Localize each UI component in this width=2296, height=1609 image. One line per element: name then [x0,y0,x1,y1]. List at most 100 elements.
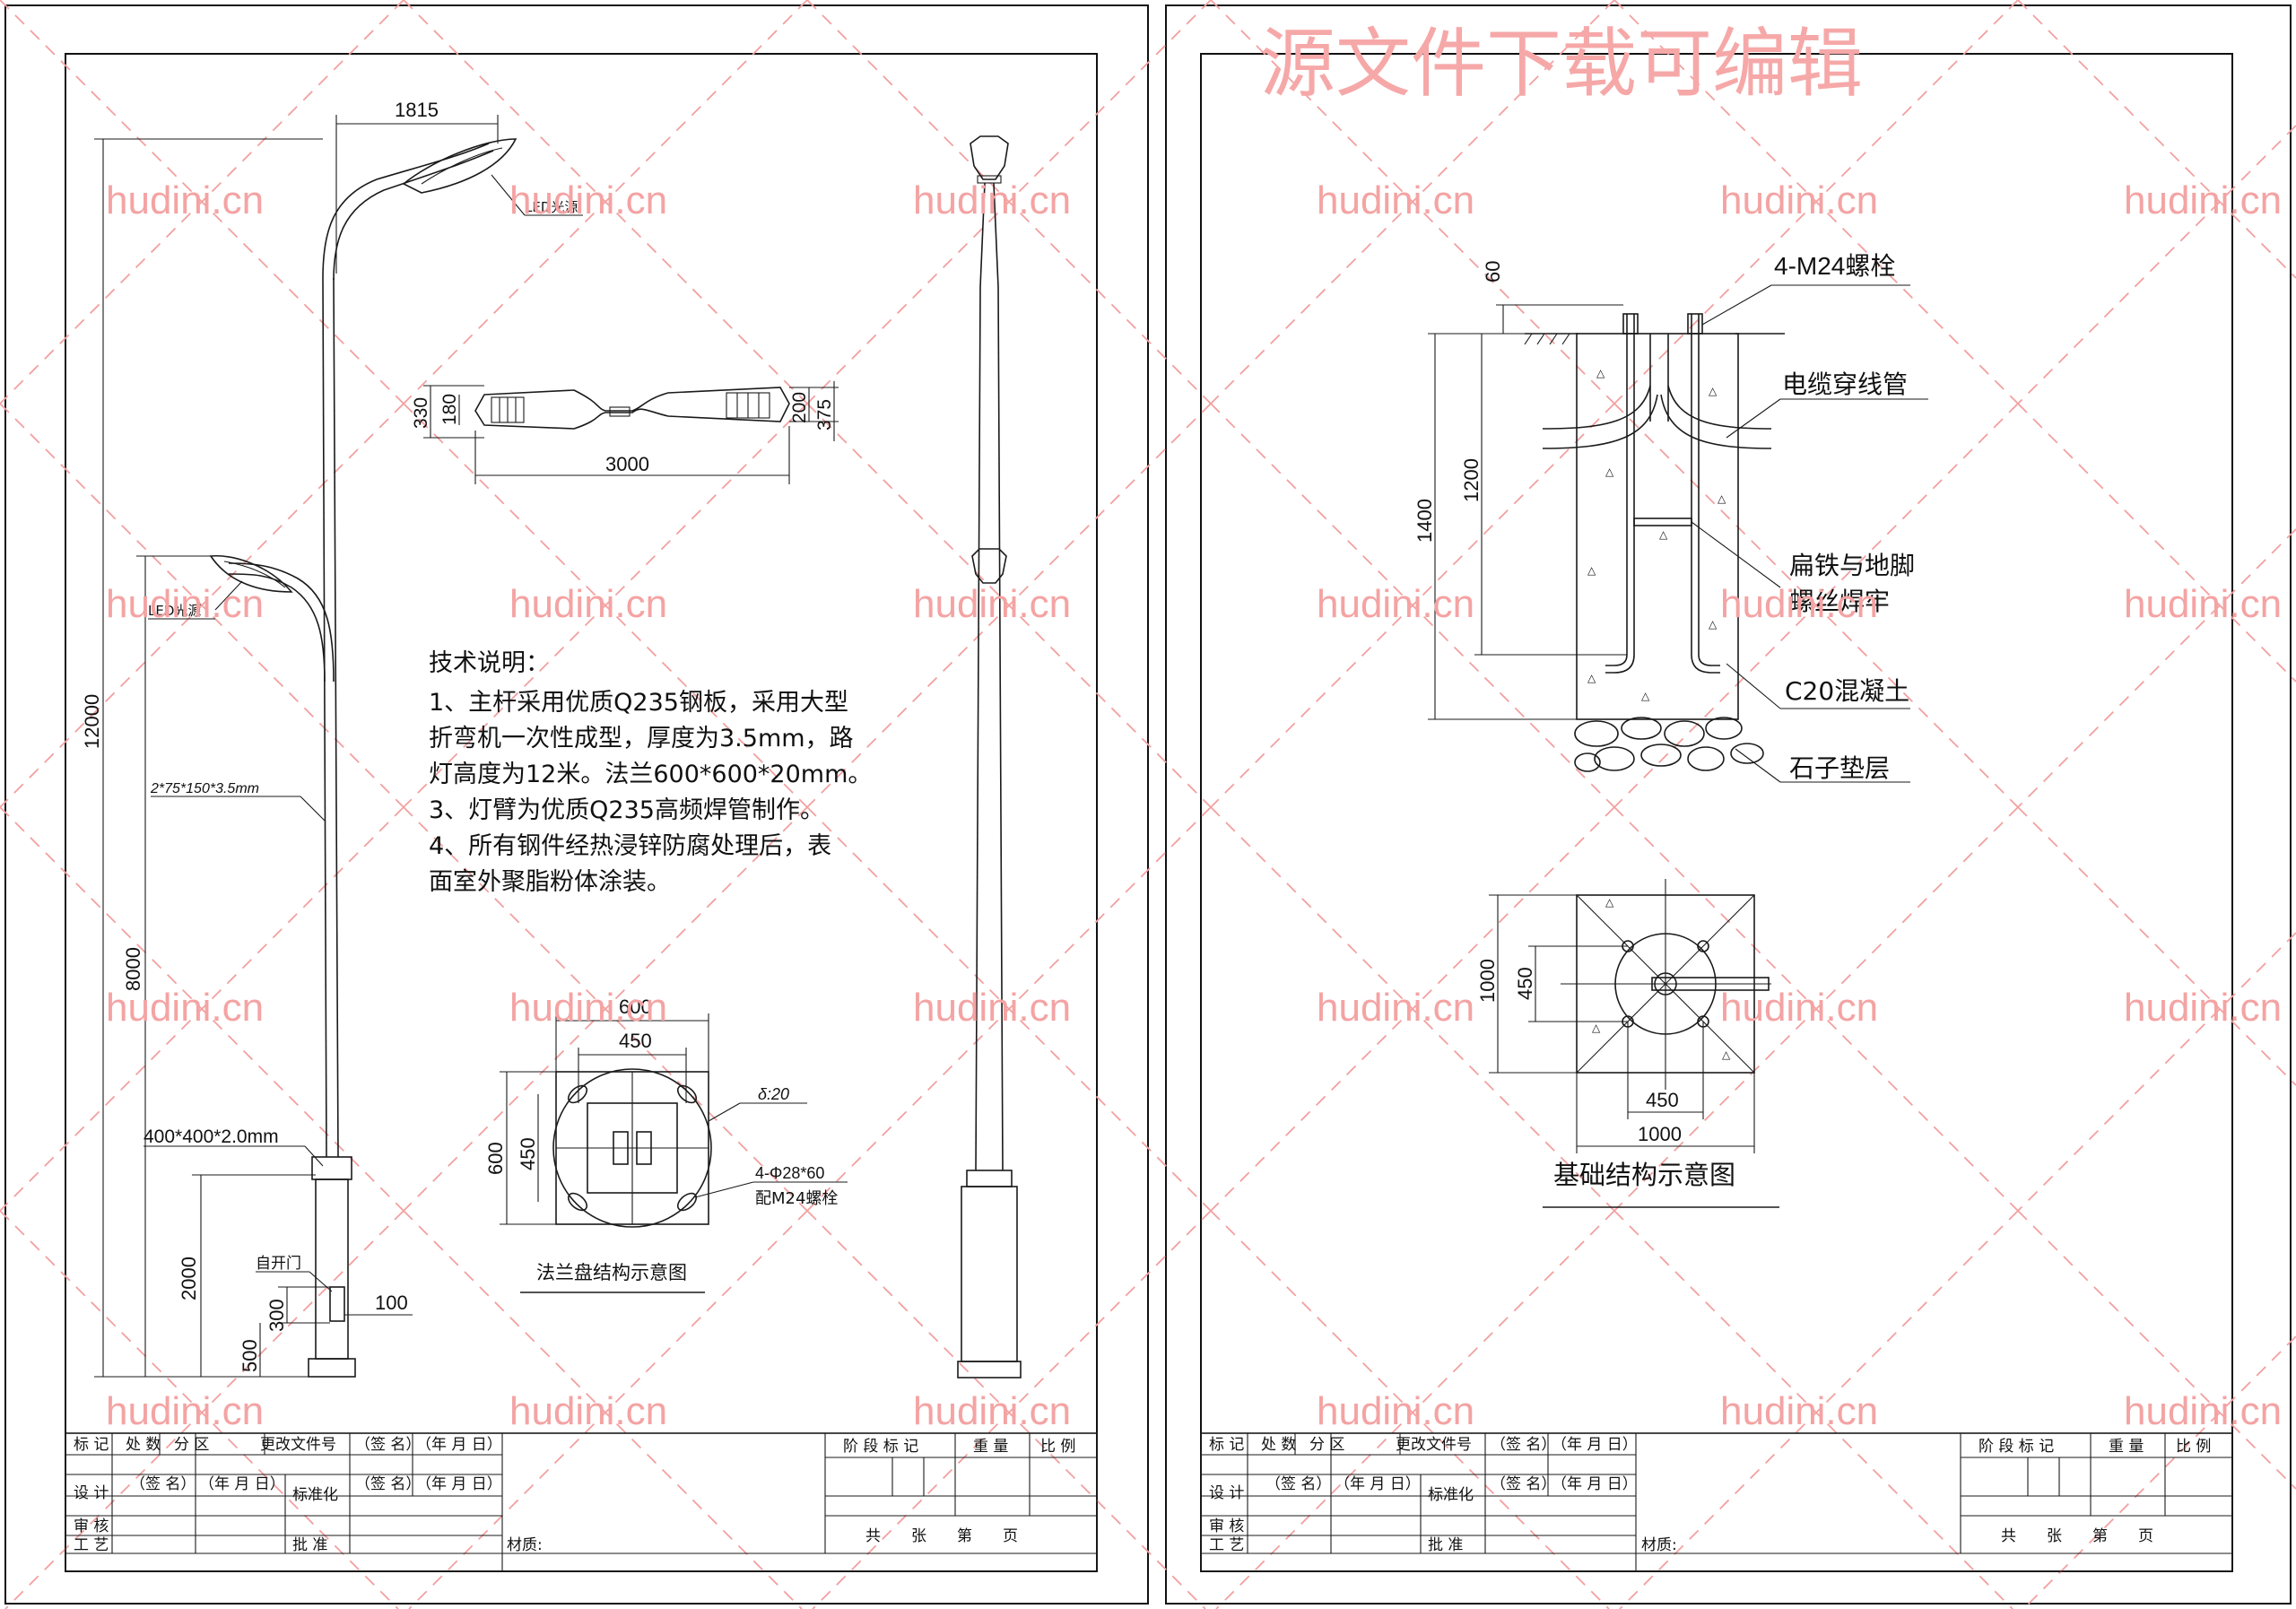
gravel-label: 石子垫层 [1789,753,1890,783]
total-height-dim: 12000 [81,694,103,749]
flange-detail: 600 450 600 450 δ:20 4-Φ28*60 配M24螺栓 法兰盘… [484,996,848,1293]
watermark-site: hudini.cn [1720,986,1878,1030]
tb-left-review: 审 核 [74,1518,109,1535]
tb-left-weight: 重 量 [973,1438,1008,1456]
notes-line-1: 1、主杆采用优质Q235钢板，采用大型 [429,689,848,717]
concrete-label: C20混凝土 [1785,676,1909,706]
tb-left-standard: 标准化 [292,1486,338,1504]
door-label: 自开门 [256,1255,301,1273]
svg-text:△: △ [1659,528,1668,541]
svg-text:△: △ [1605,896,1614,909]
door-500-dim: 500 [239,1339,261,1372]
tb-right-date: （年 月 日） [1552,1436,1638,1454]
tb-right-standard: 标准化 [1428,1486,1474,1504]
flange-thickness-label: δ:20 [758,1085,789,1103]
watermark-site: hudini.cn [509,582,667,626]
tb-left-std-date: （年 月 日） [416,1475,502,1493]
tb-left-design: 设 计 [74,1484,109,1502]
flange-side-outer-dim: 600 [484,1142,507,1175]
plan-1000-h-dim: 1000 [1638,1123,1682,1145]
tb-right-stage: 阶 段 标 记 [1979,1438,2054,1456]
svg-text:△: △ [1592,1022,1601,1034]
bolt-depth-dim: 1200 [1460,458,1483,502]
svg-text:△: △ [1596,367,1605,379]
flange-inner-dim: 450 [619,1030,652,1052]
watermark-site: hudini.cn [509,178,667,222]
svg-text:△: △ [1709,385,1718,397]
plan-caption: 基础结构示意图 [1553,1160,1735,1190]
watermark-site: hudini.cn [106,178,264,222]
svg-text:△: △ [1709,618,1718,631]
tb-left-sign: （签 名） [355,1436,421,1454]
base-2000-dim: 2000 [178,1257,200,1300]
title-block-right: 标 记 处 数 分 区 更改文件号 （签 名） （年 月 日） 设 计 （签 名… [1200,1432,2233,1572]
watermark-site: hudini.cn [1720,178,1878,222]
watermark-site: hudini.cn [913,1389,1071,1433]
tb-right-scale: 比 例 [2176,1438,2211,1456]
watermark-site: hudini.cn [913,178,1071,222]
tb-right-design: 设 计 [1209,1484,1244,1502]
bolt-label: 4-M24螺栓 [1774,252,1895,280]
watermark-site: hudini.cn [1317,986,1474,1030]
conduit-label: 电缆穿线管 [1782,370,1908,399]
watermark-site: hudini.cn [2124,986,2282,1030]
tb-right-sign: （签 名） [1491,1436,1556,1454]
watermark-banner: 源文件下载可编辑 [1260,20,1863,108]
tb-left-process: 工 艺 [74,1536,109,1554]
plan-450-h-dim: 450 [1646,1089,1679,1111]
tb-left-mark: 标 记 [74,1436,109,1454]
tb-right-weight: 重 量 [2109,1438,2144,1456]
watermark-text: 源文件下载可编辑 hudini.cn hudini.cn hudini.cn h… [106,20,2282,1433]
tb-left-zone: 分 区 [174,1436,209,1454]
watermark-site: hudini.cn [1720,582,1878,626]
foundation-depth-dim: 1400 [1413,499,1436,543]
flange-caption: 法兰盘结构示意图 [536,1262,687,1283]
bolt-protrusion-dim: 60 [1482,261,1504,283]
lamp-length-dim: 3000 [605,453,649,475]
lamp-330-dim: 330 [411,397,431,429]
right-sheet-frame [1165,4,2292,1605]
weld-label-line1: 扁铁与地脚 [1789,551,1915,580]
tb-left-count: 处 数 [126,1436,161,1454]
flange-side-inner-dim: 450 [517,1137,539,1170]
technical-notes: 技术说明： 1、主杆采用优质Q235钢板，采用大型 折弯机一次性成型，厚度为3.… [429,649,872,896]
tb-right-std-sign: （签 名） [1491,1475,1556,1493]
gravel-layer [1574,717,1764,772]
tb-left-design-date: （年 月 日） [199,1475,285,1493]
door-300-dim: 300 [265,1299,288,1332]
watermark-site: hudini.cn [913,986,1071,1030]
weld-label-line2: 螺丝焊牢 [1789,587,1890,616]
tb-left-std-sign: （签 名） [355,1475,421,1493]
foundation-plan: △ △ △ 1000 450 450 1000 基础结构示意图 [1476,879,1779,1208]
foundation-section: △ △ △ △ △ △ △ △ △ [1413,252,1928,783]
watermark-site: hudini.cn [1720,1389,1878,1433]
notes-line-5: 4、所有钢件经热浸锌防腐处理后，表 [429,832,831,860]
flange-holes-label: 4-Φ28*60 [755,1164,824,1182]
tb-right-process: 工 艺 [1209,1536,1244,1554]
tb-right-design-sign: （签 名） [1265,1475,1331,1493]
notes-line-3: 灯高度为12米。法兰600*600*20mm。 [429,761,872,788]
tb-left-material: 材质: [507,1536,543,1554]
tb-right-design-date: （年 月 日） [1335,1475,1421,1493]
plan-450-v-dim: 450 [1514,967,1536,1000]
tb-left-sheets: 共 张 第 页 [865,1527,1018,1545]
watermark-site: hudini.cn [2124,582,2282,626]
tb-right-material: 材质: [1641,1536,1677,1554]
led-label-upper: LED光源 [525,199,578,215]
arm-width-dim: 1815 [395,99,439,121]
pole-spec-label: 2*75*150*3.5mm [150,781,259,796]
watermark-site: hudini.cn [913,582,1071,626]
svg-text:△: △ [1605,465,1614,478]
watermark-site: hudini.cn [2124,178,2282,222]
tb-right-std-date: （年 月 日） [1552,1475,1638,1493]
watermark-site: hudini.cn [1317,582,1474,626]
flange-bolts-label: 配M24螺栓 [755,1189,838,1208]
notes-title: 技术说明： [429,649,550,677]
tb-left-changefile: 更改文件号 [260,1436,336,1454]
tb-left-scale: 比 例 [1040,1438,1075,1456]
lamp-top-view: 330 180 200 375 3000 [411,381,839,484]
tb-left-stage: 阶 段 标 记 [843,1438,918,1456]
tb-left-date: （年 月 日） [416,1436,502,1454]
